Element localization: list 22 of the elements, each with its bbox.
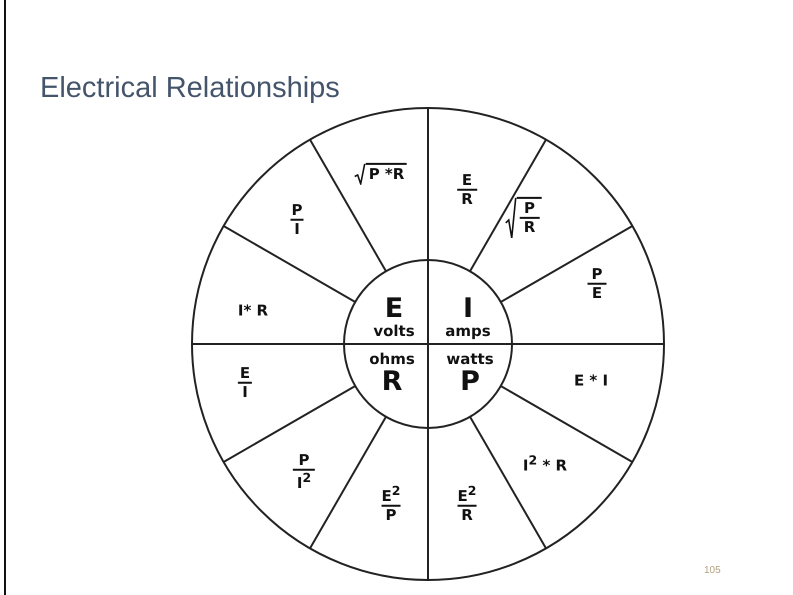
quantity-letter: P (459, 368, 481, 397)
formula: I* R (238, 302, 268, 320)
formula: I$^{2}$ * R (522, 453, 568, 475)
fraction-formula: E$^{2}$ R (454, 484, 480, 524)
unit-label: volts (373, 324, 415, 341)
quantity-letter: R (380, 368, 404, 397)
unit-label: ohms (369, 351, 415, 368)
quantity-letter: E (384, 295, 404, 324)
fraction-formula: E R (457, 172, 477, 208)
fraction-formula: P I$^{2}$ (292, 452, 316, 492)
fraction-formula: E I (236, 364, 254, 402)
fraction-formula: P E (588, 266, 606, 302)
slide-title: Electrical Relationships (40, 72, 340, 105)
unit-label: amps (445, 324, 491, 341)
root-formula: P *R (354, 162, 406, 190)
fraction-formula: E$^{2}$ P (378, 484, 404, 524)
page-number: 105 (704, 565, 721, 576)
fraction-formula: P I (288, 202, 306, 238)
unit-label: watts (446, 351, 494, 368)
quantity-letter: I (462, 295, 474, 324)
formula: E * I (574, 372, 608, 390)
root-formula: P R (504, 196, 542, 244)
